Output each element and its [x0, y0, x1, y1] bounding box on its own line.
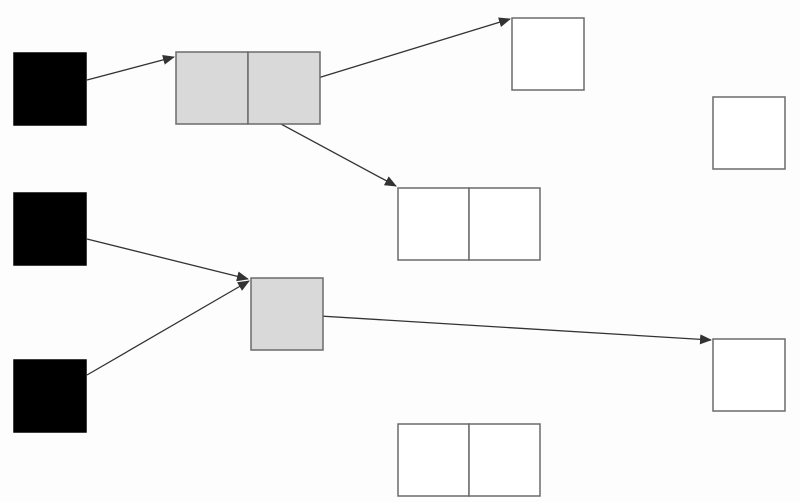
arrow-root-2-to-object-e: [86, 238, 249, 282]
object-e-cell-1: [250, 277, 324, 351]
object-a-cell-1: [175, 51, 249, 125]
root-3-cell-1: [13, 359, 87, 433]
object-e-box: [250, 277, 324, 351]
object-c-cell-1: [712, 96, 786, 170]
object-d-box: [397, 187, 541, 261]
arrow-object-e-to-object-f: [286, 313, 712, 345]
root-1-cell-1: [13, 52, 87, 126]
root-2-box: [13, 192, 87, 266]
root-1-box: [13, 52, 87, 126]
object-f-box: [712, 338, 786, 412]
object-d-cell-2: [468, 187, 541, 261]
object-d-cell-1: [397, 187, 470, 261]
object-g-cell-1: [397, 423, 470, 497]
arrow-root-3-to-object-e: [86, 280, 250, 376]
object-b-box: [511, 17, 585, 91]
object-f-cell-1: [712, 338, 786, 412]
object-c-box: [712, 96, 786, 170]
object-a-cell-2: [247, 51, 321, 125]
root-3-box: [13, 359, 87, 433]
object-g-box: [397, 423, 541, 497]
object-a-box: [175, 51, 321, 125]
nodes-layer: [13, 17, 786, 497]
arrow-root-1-to-object-a: [86, 54, 175, 81]
object-b-cell-1: [511, 17, 585, 91]
root-2-cell-1: [13, 192, 87, 266]
object-g-cell-2: [468, 423, 541, 497]
